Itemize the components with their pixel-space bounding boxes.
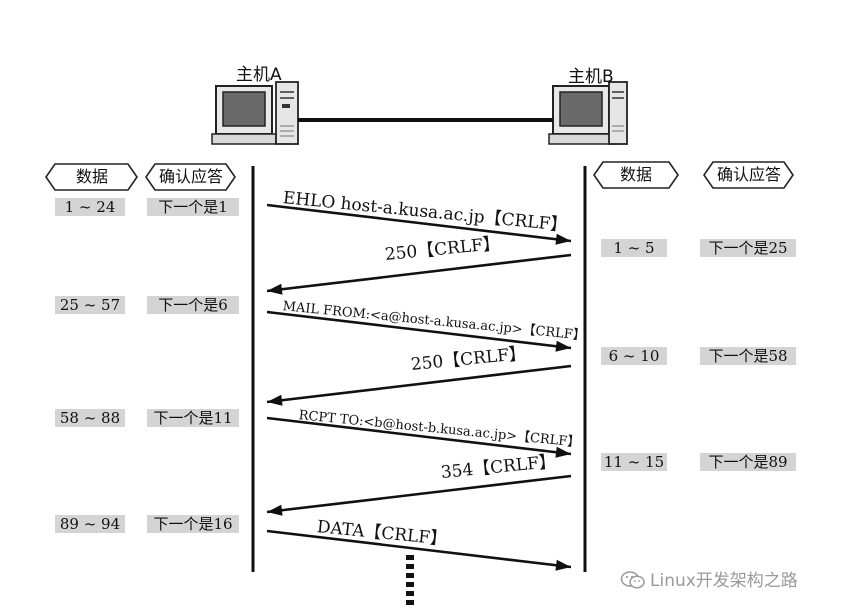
right-data-header: 数据 bbox=[619, 165, 652, 184]
left-ack-cell: 下一个是1 bbox=[147, 198, 239, 216]
left-data-cell: 89 ~ 94 bbox=[55, 515, 125, 533]
arrowhead bbox=[555, 446, 571, 458]
right-ack-cell: 下一个是89 bbox=[700, 453, 796, 471]
computer-a-icon bbox=[211, 81, 299, 145]
message-arrow bbox=[266, 529, 572, 569]
right-ack-header-shape bbox=[703, 161, 794, 189]
left-data-cell: 1 ~ 24 bbox=[55, 198, 125, 216]
left-data-cell: 25 ~ 57 bbox=[55, 296, 125, 314]
left-ack-header: 确认应答 bbox=[158, 167, 223, 186]
arrowhead bbox=[267, 394, 283, 406]
right-ack-header: 确认应答 bbox=[716, 165, 781, 184]
host-b-label: 主机B bbox=[568, 67, 614, 87]
host-a-label: 主机A bbox=[236, 65, 282, 85]
watermark-text: Linux开发架构之路 bbox=[650, 571, 798, 591]
message-arrow bbox=[266, 474, 572, 514]
right-data-cell: 6 ~ 10 bbox=[601, 347, 667, 365]
right-data-cell: 11 ~ 15 bbox=[601, 453, 667, 471]
message-arrow bbox=[266, 364, 572, 404]
left-ack-cell: 下一个是16 bbox=[147, 515, 239, 533]
right-data-cell: 1 ~ 5 bbox=[601, 239, 667, 257]
left-data-cell: 58 ~ 88 bbox=[55, 409, 125, 427]
message-arrow bbox=[266, 203, 572, 243]
left-ack-cell: 下一个是11 bbox=[147, 409, 239, 427]
right-ack-cell: 下一个是25 bbox=[700, 239, 796, 257]
left-ack-cell: 下一个是6 bbox=[147, 296, 239, 314]
arrowhead bbox=[267, 283, 283, 295]
message-arrow bbox=[266, 253, 572, 293]
wechat-icon bbox=[620, 571, 645, 589]
left-data-header: 数据 bbox=[75, 167, 108, 186]
right-data-header-shape bbox=[593, 161, 679, 189]
left-data-header-shape bbox=[45, 163, 138, 191]
arrowhead bbox=[555, 559, 571, 571]
continuation-marker bbox=[406, 555, 414, 605]
message-arrow bbox=[266, 310, 572, 350]
arrowhead bbox=[555, 233, 571, 245]
arrowhead bbox=[555, 340, 571, 352]
right-ack-cell: 下一个是58 bbox=[700, 347, 796, 365]
message-arrow bbox=[266, 416, 572, 456]
arrowhead bbox=[267, 504, 283, 516]
watermark: Linux开发架构之路 bbox=[620, 566, 798, 591]
computer-b-icon bbox=[548, 81, 628, 145]
left-ack-header-shape bbox=[145, 163, 236, 191]
